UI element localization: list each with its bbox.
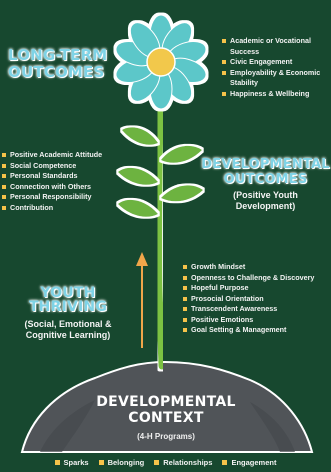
context-item: Belonging (98, 457, 145, 467)
context-line1: DEVELOPMENTAL (96, 394, 236, 410)
youth-sub-line1: (Social, Emotional & (24, 319, 112, 329)
list-item: Goal Setting & Management (183, 325, 331, 336)
developmental-outcomes-heading: DEVELOPMENTAL OUTCOMES (Positive Youth D… (200, 158, 331, 212)
list-item: Employability & Economic Stability (222, 68, 330, 89)
developmental-outcomes-list: Positive Academic Attitude Social Compet… (2, 150, 114, 213)
list-item: Openness to Challenge & Discovery (183, 273, 331, 284)
flower-icon (115, 14, 207, 110)
list-item: Growth Mindset (183, 262, 331, 273)
youth-thriving-heading: YOUTH THRIVING (Social, Emotional & Cogn… (0, 286, 136, 341)
long-term-line1: LONG-TERM (8, 46, 108, 64)
youth-thriving-title: YOUTH THRIVING (28, 285, 108, 315)
list-item: Transcendent Awareness (183, 304, 331, 315)
context-subtitle: (4-H Programs) (137, 432, 195, 441)
up-arrow-icon (136, 252, 148, 348)
youth-sub-line2: Cognitive Learning) (25, 330, 111, 340)
context-item: Relationships (154, 458, 212, 467)
context-item-label: Belonging (107, 457, 145, 467)
list-item: Hopeful Purpose (183, 283, 331, 294)
list-item: Civic Engagement (222, 57, 330, 68)
context-item: Sparks (54, 457, 89, 467)
list-item: Positive Emotions (183, 315, 331, 326)
developmental-subtitle: (Positive Youth Development) (200, 190, 331, 212)
long-term-outcomes-list: Academic or Vocational Success Civic Eng… (222, 36, 330, 99)
list-item: Personal Standards (2, 171, 114, 182)
list-item: Happiness & Wellbeing (222, 89, 330, 100)
list-item: Contribution (2, 203, 114, 214)
leaf-icon (118, 127, 203, 217)
context-line2: CONTEXT (128, 410, 204, 426)
list-item: Social Competence (2, 161, 114, 172)
context-items-bar: Sparks Belonging Relationships Engagemen… (0, 452, 331, 472)
list-item: Prosocial Orientation (183, 294, 331, 305)
list-item: Connection with Others (2, 182, 114, 193)
long-term-line2: OUTCOMES (8, 63, 105, 81)
developmental-sub-line1: (Positive Youth (233, 190, 298, 200)
context-item-label: Sparks (63, 457, 89, 467)
long-term-outcomes-heading: LONG-TERM OUTCOMES (8, 48, 107, 80)
bullet-icon (54, 459, 60, 465)
list-item: Personal Responsibility (2, 192, 114, 203)
stem (155, 108, 166, 370)
context-item: Engagement (222, 458, 276, 467)
bullet-icon (154, 459, 160, 465)
developmental-line2: OUTCOMES (223, 172, 308, 187)
context-item-label: Engagement (231, 457, 277, 467)
context-item-label: Relationships (163, 457, 213, 467)
list-item: Positive Academic Attitude (2, 150, 114, 161)
youth-thriving-subtitle: (Social, Emotional & Cognitive Learning) (0, 319, 136, 341)
bullet-icon (222, 459, 228, 465)
bullet-icon (98, 459, 104, 465)
developmental-line1: DEVELOPMENTAL (201, 157, 330, 172)
developmental-context-label: DEVELOPMENTAL CONTEXT (4-H Programs) (60, 394, 272, 441)
developmental-sub-line2: Development) (235, 201, 296, 211)
youth-thriving-list: Growth Mindset Openness to Challenge & D… (183, 262, 331, 336)
list-item: Academic or Vocational Success (222, 36, 330, 57)
